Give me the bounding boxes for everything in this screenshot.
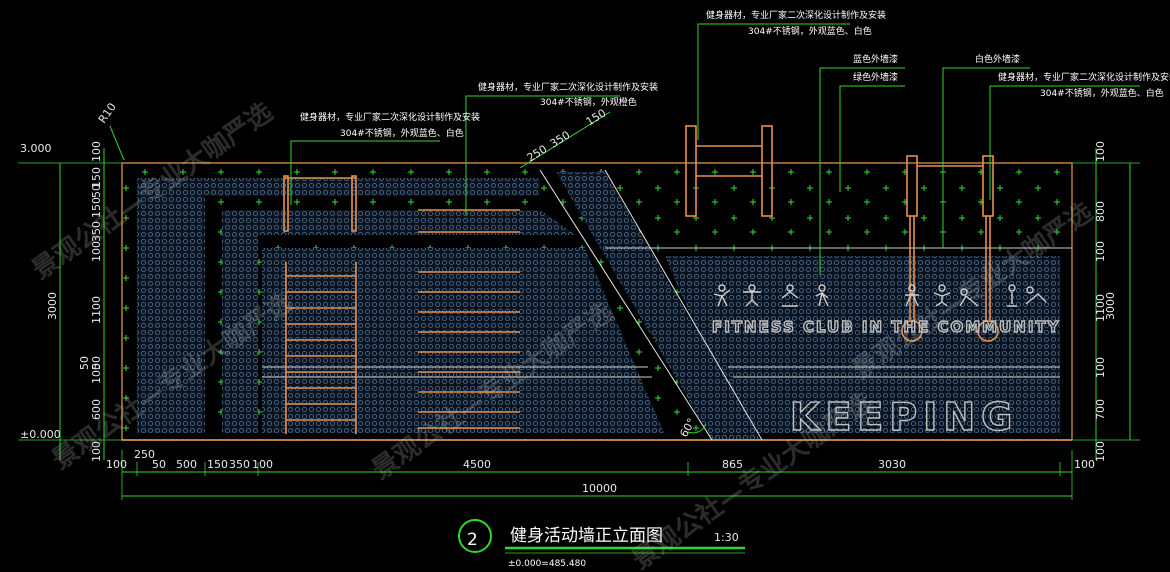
- right-dim-7: 100: [1094, 441, 1107, 462]
- annotation-1-line1: 健身器材，专业厂家二次深化设计制作及安装: [300, 111, 480, 123]
- slogan-text: FITNESS CLUB IN THE COMMUNITY: [712, 318, 1061, 336]
- annotation-2-line1: 健身器材，专业厂家二次深化设计制作及安装: [478, 81, 658, 93]
- annotation-2-line2: 304#不锈钢，外观橙色: [540, 96, 637, 108]
- annotation-3-line2: 304#不锈钢，外观蓝色、白色: [748, 25, 872, 37]
- left-dimensions: 3.000 ±0.000 3000 100 150 50 150 350 100…: [18, 141, 122, 462]
- datum-note: ±0.000=485.480: [508, 559, 586, 569]
- title-block: 2 健身活动墙正立面图 1:30 ±0.000=485.480: [458, 519, 745, 569]
- annotation-3-line1: 健身器材，专业厂家二次深化设计制作及安装: [706, 9, 886, 21]
- right-dim-1: 100: [1094, 141, 1107, 162]
- right-dim-2: 800: [1094, 201, 1107, 222]
- blue-panel-right: [665, 256, 1060, 433]
- drawing-number: 2: [467, 530, 478, 550]
- brand-text: KEEPING: [790, 395, 1018, 439]
- blue-paint-label: 蓝色外墙漆: [853, 53, 898, 65]
- top-dim-3: 150: [584, 106, 609, 128]
- bottom-dim-11: 100: [1074, 458, 1095, 471]
- top-dim-1: 250: [525, 142, 550, 164]
- diagonal-strip: [556, 172, 760, 440]
- blue-panel-center: [262, 248, 664, 433]
- left-dim-2: 150: [90, 167, 103, 188]
- right-dimensions: 3000 100 800 100 1100 100 700 100: [1072, 141, 1140, 462]
- left-dim-5: 350: [90, 221, 103, 242]
- gym-rings: [901, 155, 999, 342]
- white-paint-label: 白色外墙漆: [975, 53, 1020, 65]
- left-total: 3000: [46, 292, 59, 320]
- bottom-total: 10000: [582, 482, 617, 495]
- annotations: 健身器材，专业厂家二次深化设计制作及安装 304#不锈钢，外观蓝色、白色 健身器…: [300, 9, 1170, 139]
- bottom-dim-6: 350: [229, 458, 250, 471]
- bottom-dim-1: 100: [106, 458, 127, 471]
- right-dim-5: 100: [1094, 357, 1107, 378]
- left-dim-12: 100: [90, 441, 103, 462]
- blue-band-inner: [222, 210, 576, 433]
- right-dim-3: 100: [1094, 241, 1107, 262]
- top-dim-2: 350: [548, 128, 573, 150]
- right-total: 3000: [1104, 292, 1117, 320]
- bottom-dim-7: 100: [252, 458, 273, 471]
- right-dim-6: 700: [1094, 399, 1107, 420]
- fitness-pictograms: [713, 284, 1047, 307]
- annotation-1-line2: 304#不锈钢，外观蓝色、白色: [340, 127, 464, 139]
- annotation-4-line1: 健身器材，专业厂家二次深化设计制作及安装: [998, 71, 1170, 83]
- drawing-number-circle: [458, 519, 492, 553]
- parallel-bars: [283, 175, 357, 232]
- pullup-frame: [685, 125, 773, 217]
- bottom-dim-5: 150: [207, 458, 228, 471]
- left-dim-3: 50: [90, 184, 103, 198]
- annotation-leaders: [290, 23, 1140, 275]
- left-dim-8: 50: [90, 356, 103, 370]
- left-dim-11: 600: [90, 399, 103, 420]
- bottom-dim-10: 3030: [878, 458, 906, 471]
- bottom-dim-9: 865: [722, 458, 743, 471]
- fitness-equipment: [283, 125, 999, 434]
- bottom-dimensions: 100 250 50 500 150 350 100 4500 865 3030…: [106, 448, 1095, 500]
- bottom-dim-8: 4500: [463, 458, 491, 471]
- bottom-dim-2: 250: [134, 448, 155, 461]
- left-dim-1: 100: [90, 141, 103, 162]
- blue-band-outer: [137, 178, 540, 433]
- wall-rungs: [418, 209, 520, 429]
- left-dim-4: 150: [90, 197, 103, 218]
- left-dim-10: 100: [90, 363, 103, 384]
- left-dim-6: 100: [90, 241, 103, 262]
- drawing-scale: 1:30: [714, 531, 739, 544]
- bottom-dim-3: 50: [152, 458, 166, 471]
- bottom-dim-4: 500: [176, 458, 197, 471]
- elevation-ground: ±0.000: [20, 428, 61, 441]
- annotation-4-line2: 304#不锈钢，外观蓝色、白色: [1040, 87, 1164, 99]
- drawing-title: 健身活动墙正立面图: [510, 526, 663, 546]
- green-paint-label: 绿色外墙漆: [853, 71, 898, 83]
- left-dim-7: 1100: [90, 296, 103, 324]
- elevation-top: 3.000: [20, 142, 52, 155]
- wall-ladder: [285, 262, 357, 434]
- right-dim-4: 1100: [1094, 294, 1107, 322]
- left-dim-9: 50: [78, 356, 91, 370]
- radius-label: R10: [96, 101, 119, 126]
